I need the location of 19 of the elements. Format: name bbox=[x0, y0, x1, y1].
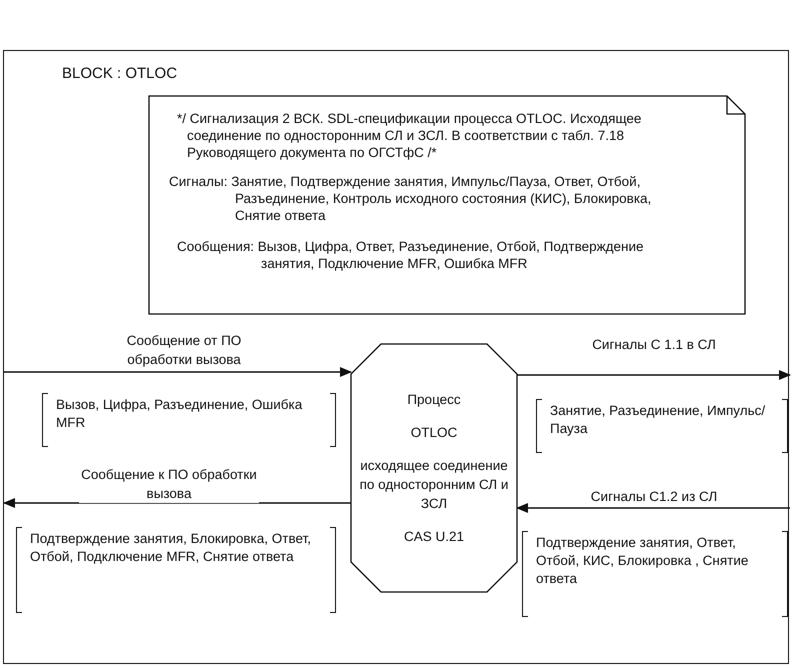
comment-note bbox=[149, 96, 745, 314]
arrow bbox=[3, 498, 351, 508]
process-text: CAS U.21 bbox=[404, 528, 464, 546]
process-text: Процесс bbox=[407, 391, 461, 409]
process-text: OTLOC bbox=[410, 424, 458, 442]
signal-list: Подтверждение занятия, Ответ, Отбой, КИС, Блокировка , Снятие ответа bbox=[536, 534, 774, 588]
process-octagon bbox=[351, 344, 517, 592]
note-text: Сообщения: Вызов, Цифра, Ответ, Разъединение, Отбой, Подтверждение занятия, Подключение MFR, Ошибка MFR bbox=[176, 238, 645, 272]
note-text: */ Сигнализация 2 ВСК. SDL-спецификации процесса OTLOC. Исходящее соединение по односторонним СЛ и ЗСЛ. В соответствии с табл. 7.18 Руководящего документа по ОГСТфС /* bbox=[176, 110, 642, 161]
arrow bbox=[4, 367, 352, 377]
signal-list: Вызов, Цифра, Разъединение, Ошибка MFR bbox=[56, 396, 322, 432]
arrow bbox=[517, 370, 791, 380]
signal-list: Занятие, Разъединение, Импульс/Пауза bbox=[550, 402, 774, 438]
process-text: исходящее соединение по односторонним СЛ и ЗСЛ bbox=[359, 457, 509, 513]
arrow bbox=[516, 503, 790, 513]
block-title: BLOCK : OTLOC bbox=[62, 65, 178, 82]
signal-list: Подтверждение занятия, Блокировка, Ответ, Отбой, Подключение MFR, Снятие ответа bbox=[30, 530, 322, 566]
block-frame bbox=[3, 50, 789, 664]
note-text: Сигналы: Занятие, Подтверждение занятия, Импульс/Пауза, Ответ, Отбой, Разъединение, Контроль исходного состояния (КИС), Блокировка, Снятие ответа bbox=[168, 173, 652, 224]
